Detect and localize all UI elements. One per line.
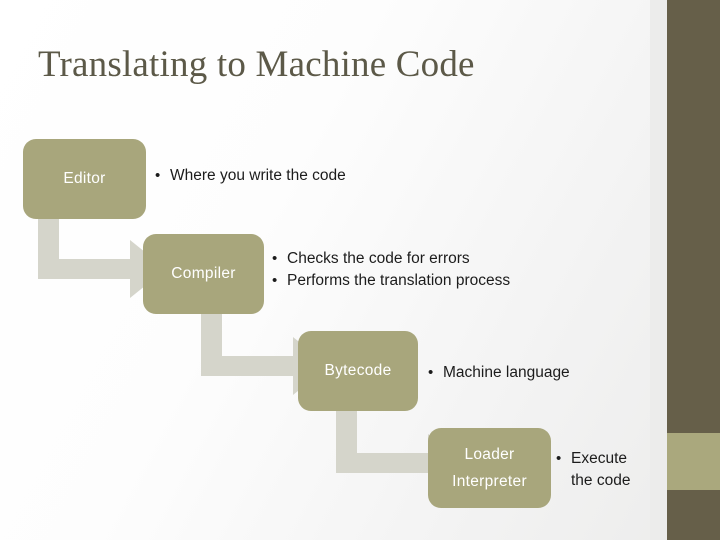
bullet-list-editor: • Where you write the code <box>155 165 455 187</box>
bullet-list-loader-interpreter: • Execute the code <box>556 448 642 492</box>
bullet-text: Machine language <box>443 364 570 381</box>
process-box-bytecode[interactable]: Bytecode <box>298 331 418 411</box>
list-item: • Checks the code for errors <box>272 248 602 270</box>
process-box-editor[interactable]: Editor <box>23 139 146 219</box>
sidebar-gap-strip <box>650 0 667 540</box>
arrow-editor-to-compiler <box>32 215 172 300</box>
bullet-dot-icon: • <box>428 364 434 381</box>
process-box-editor-label: Editor <box>63 170 106 187</box>
bullet-text: Where you write the code <box>170 167 346 184</box>
arrow-compiler-to-bytecode <box>195 312 335 397</box>
bullet-text: Checks the code for errors <box>287 250 470 267</box>
process-box-loader-label: Loader <box>464 445 515 463</box>
list-item: • Where you write the code <box>155 165 455 187</box>
bullet-text: Performs the translation process <box>287 272 511 289</box>
list-item: • Performs the translation process <box>272 270 602 292</box>
process-box-compiler[interactable]: Compiler <box>143 234 264 314</box>
bullet-dot-icon: • <box>556 450 562 467</box>
sidebar-light-accent-block <box>667 433 720 490</box>
process-box-bytecode-label: Bytecode <box>324 362 392 379</box>
bullet-dot-icon: • <box>272 250 278 267</box>
process-box-interpreter-label: Interpreter <box>452 472 527 490</box>
bullet-dot-icon: • <box>272 272 278 289</box>
process-box-compiler-label: Compiler <box>171 265 236 282</box>
slide-title: Translating to Machine Code <box>38 44 475 85</box>
bullet-list-compiler: • Checks the code for errors • Performs … <box>272 248 602 292</box>
process-box-loader-interpreter[interactable]: Loader Interpreter <box>428 428 551 508</box>
list-item: • Execute the code <box>556 448 642 492</box>
bullet-list-bytecode: • Machine language <box>428 362 658 384</box>
bullet-dot-icon: • <box>155 167 161 184</box>
bullet-text: Execute the code <box>571 450 631 489</box>
list-item: • Machine language <box>428 362 658 384</box>
